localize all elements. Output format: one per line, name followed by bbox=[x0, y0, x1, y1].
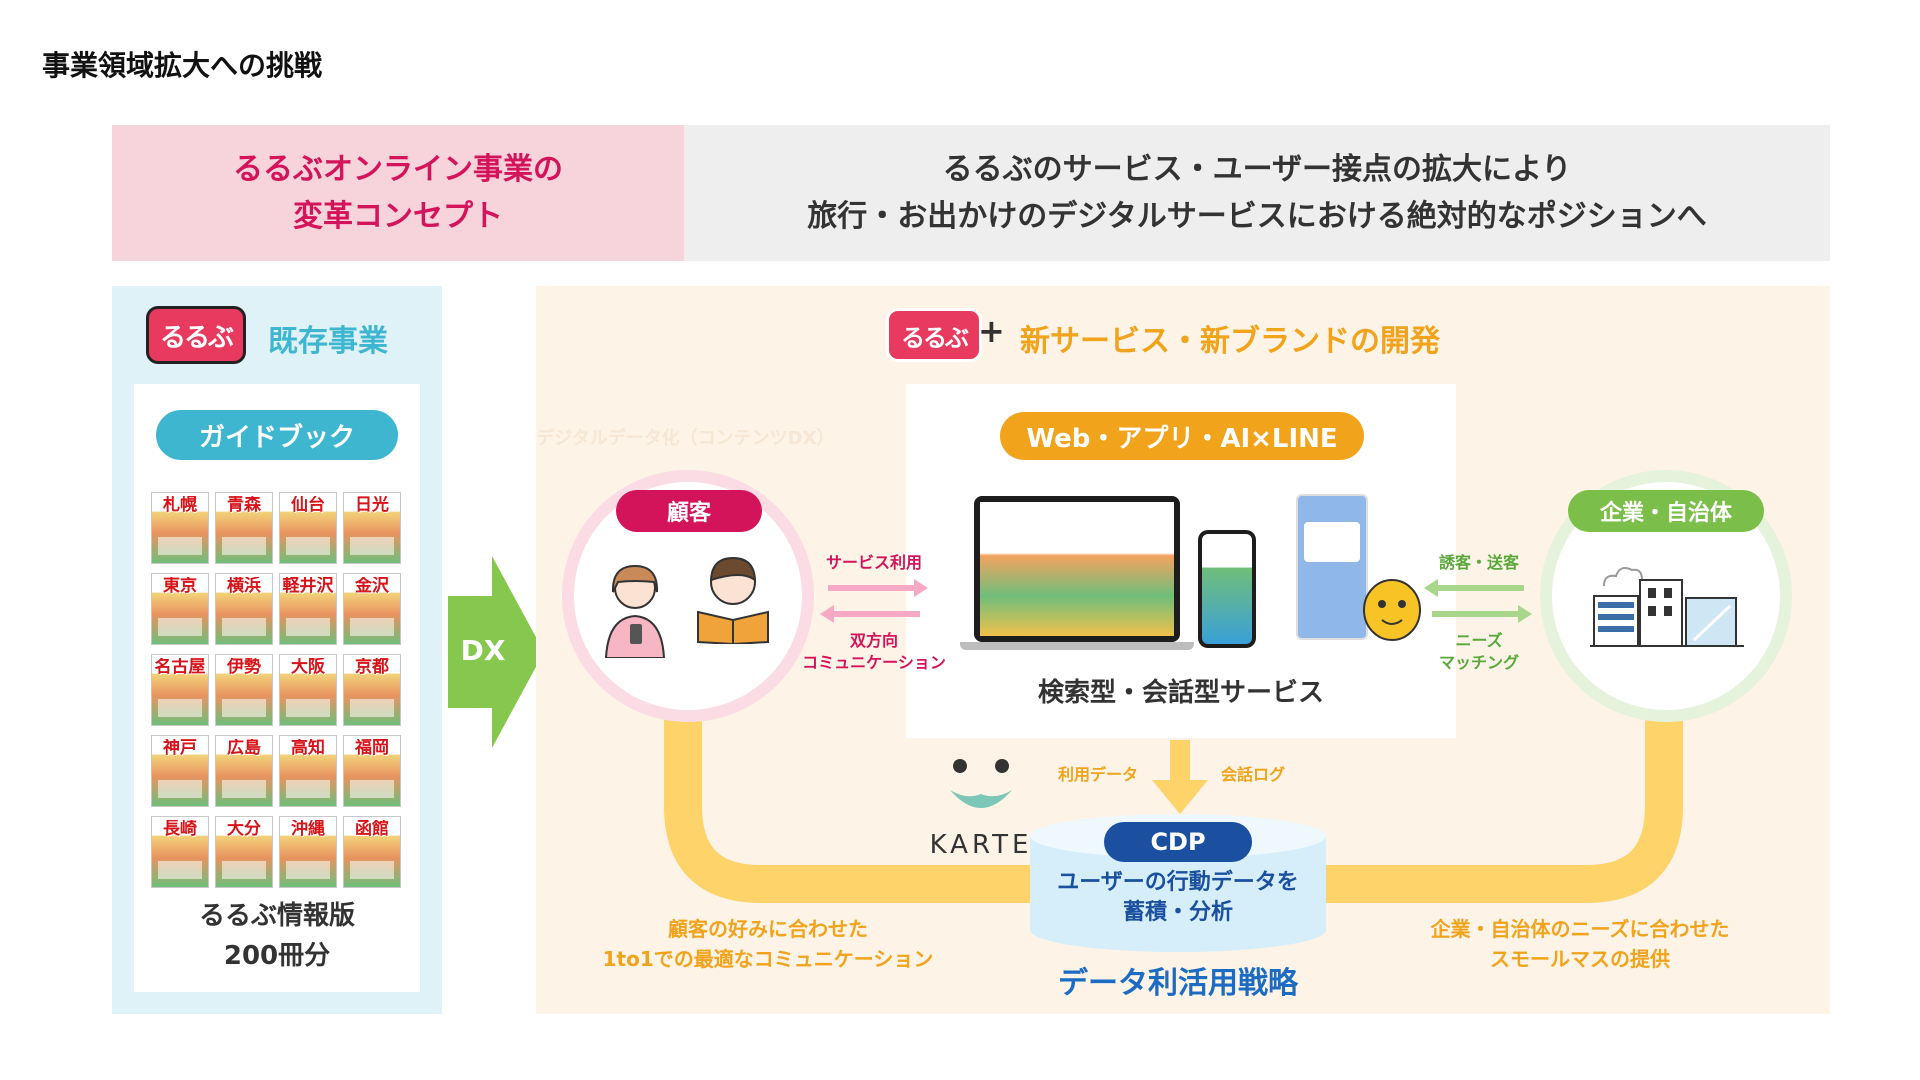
customer-label: 顧客 bbox=[616, 490, 762, 532]
enterprise-label: 企業・自治体 bbox=[1568, 490, 1764, 532]
guidebook-cover: 函館 bbox=[343, 816, 401, 888]
two-way-communication-line-2: コミュニケーション bbox=[802, 653, 946, 672]
channels-label: Web・アプリ・AI×LINE bbox=[1000, 412, 1364, 460]
enterprise-benefit-caption: 企業・自治体のニーズに合わせた スモールマスの提供 bbox=[1400, 914, 1760, 974]
guidebook-cover: 伊勢 bbox=[215, 654, 273, 726]
service-caption: 検索型・会話型サービス bbox=[1037, 678, 1324, 708]
guidebook-cover: 大分 bbox=[215, 816, 273, 888]
guidebook-title: 金沢 bbox=[355, 577, 389, 596]
needs-matching-line-2: マッチング bbox=[1438, 653, 1519, 672]
concept-statement-line-1: るるぶのサービス・ユーザー接点の拡大により bbox=[942, 152, 1572, 187]
left-double-arrow bbox=[820, 579, 928, 623]
karte-logo-icon bbox=[950, 759, 1012, 808]
existing-business-heading: 既存事業 bbox=[268, 324, 388, 359]
laptop-base bbox=[960, 642, 1194, 650]
customer-benefit-line-2: 1to1での最適なコミュニケーション bbox=[602, 947, 934, 971]
guidebook-label: ガイドブック bbox=[156, 410, 398, 460]
needs-matching-line-1: ニーズ bbox=[1455, 631, 1503, 650]
guidebook-title: 伊勢 bbox=[227, 658, 261, 677]
guidebook-title: 沖縄 bbox=[291, 820, 325, 839]
guidebook-title: 高知 bbox=[291, 739, 325, 758]
guidebook-title: 京都 bbox=[355, 658, 389, 677]
guidebook-title: 長崎 bbox=[163, 820, 197, 839]
guidebook-cover: 金沢 bbox=[343, 573, 401, 645]
guidebook-caption-line-2: 200冊分 bbox=[223, 941, 331, 971]
cdp-description: ユーザーの行動データを 蓄積・分析 bbox=[1028, 868, 1328, 928]
cdp-label: CDP bbox=[1104, 822, 1252, 862]
service-usage-label: サービス利用 bbox=[825, 553, 922, 572]
customer-benefit-line-1: 顧客の好みに合わせた bbox=[668, 917, 868, 941]
guidebook-cover: 仙台 bbox=[279, 492, 337, 564]
guidebook-cover: 軽井沢 bbox=[279, 573, 337, 645]
guidebook-cover: 札幌 bbox=[151, 492, 209, 564]
two-way-communication-line-1: 双方向 bbox=[849, 631, 898, 650]
usage-data-label: 利用データ bbox=[1057, 765, 1138, 784]
guidebook-cover: 京都 bbox=[343, 654, 401, 726]
concept-label-line-2: 変革コンセプト bbox=[293, 199, 503, 234]
guidebook-caption: るるぶ情報版 200冊分 bbox=[134, 896, 420, 976]
concept-statement-line-2: 旅行・お出かけのデジタルサービスにおける絶対的なポジションへ bbox=[807, 199, 1707, 234]
guidebook-cover: 高知 bbox=[279, 735, 337, 807]
laptop-screenshot bbox=[974, 496, 1180, 642]
guidebook-caption-line-1: るるぶ情報版 bbox=[198, 901, 355, 931]
guidebook-cover: 日光 bbox=[343, 492, 401, 564]
guidebook-cover: 福岡 bbox=[343, 735, 401, 807]
rurubu-logo: るるぶ bbox=[146, 306, 246, 364]
content-dx-note: デジタルデータ化（コンテンツDX） bbox=[536, 428, 835, 449]
guidebook-cover: 沖縄 bbox=[279, 816, 337, 888]
guidebook-title: 仙台 bbox=[291, 496, 325, 515]
guidebook-title: 神戸 bbox=[163, 739, 197, 758]
guidebook-cover: 名古屋 bbox=[151, 654, 209, 726]
customer-woman-icon bbox=[604, 564, 666, 658]
dx-label: DX bbox=[460, 634, 506, 667]
guidebook-title: 大阪 bbox=[291, 658, 325, 677]
needs-matching-label: ニーズ マッチング bbox=[1424, 630, 1534, 674]
enterprise-benefit-line-2: スモールマスの提供 bbox=[1490, 947, 1670, 971]
concept-label: るるぶオンライン事業の 変革コンセプト bbox=[112, 125, 684, 261]
cdp-description-line-1: ユーザーの行動データを bbox=[1057, 870, 1299, 895]
right-double-arrow bbox=[1424, 579, 1532, 623]
customer-benefit-caption: 顧客の好みに合わせた 1to1での最適なコミュニケーション bbox=[578, 914, 958, 974]
guidebook-cover: 横浜 bbox=[215, 573, 273, 645]
guidebook-title: 函館 bbox=[355, 820, 389, 839]
customer-man-reading-icon bbox=[697, 556, 769, 644]
line-chat-screenshot bbox=[1296, 494, 1368, 640]
two-way-communication-label: 双方向 コミュニケーション bbox=[782, 630, 966, 674]
guidebook-cover: 青森 bbox=[215, 492, 273, 564]
guidebook-title: 青森 bbox=[227, 496, 261, 515]
guidebook-grid: 札幌 青森 仙台 日光 東京 横浜 軽井沢 金沢 名古屋 伊勢 大阪 京都 神戸… bbox=[151, 492, 403, 888]
rurubu-plus-logo: るるぶ bbox=[886, 308, 982, 362]
page-title: 事業領域拡大への挑戦 bbox=[42, 49, 323, 82]
guidebook-title: 札幌 bbox=[163, 496, 197, 515]
guidebook-title: 大分 bbox=[227, 820, 261, 839]
concept-statement: るるぶのサービス・ユーザー接点の拡大により 旅行・お出かけのデジタルサービスにお… bbox=[684, 125, 1830, 261]
mascot-icon bbox=[1363, 579, 1421, 641]
guidebook-title: 名古屋 bbox=[154, 658, 206, 677]
guidebook-cover: 大阪 bbox=[279, 654, 337, 726]
cdp-description-line-2: 蓄積・分析 bbox=[1122, 900, 1233, 925]
new-business-heading: 新サービス・新ブランドの開発 bbox=[1020, 324, 1440, 359]
phone-screenshot bbox=[1198, 530, 1256, 648]
guidebook-title: 福岡 bbox=[355, 739, 389, 758]
concept-label-line-1: るるぶオンライン事業の bbox=[233, 152, 563, 187]
guidebook-cover: 神戸 bbox=[151, 735, 209, 807]
guidebook-title: 軽井沢 bbox=[282, 577, 334, 596]
guidebook-title: 東京 bbox=[163, 577, 197, 596]
dx-arrow bbox=[448, 556, 544, 748]
plus-icon: + bbox=[978, 312, 1005, 350]
guidebook-title: 日光 bbox=[355, 496, 389, 515]
guidebook-cover: 広島 bbox=[215, 735, 273, 807]
guidebook-cover: 長崎 bbox=[151, 816, 209, 888]
city-buildings-icon bbox=[1590, 567, 1744, 647]
attract-customers-label: 誘客・送客 bbox=[1438, 553, 1519, 572]
guidebook-cover: 東京 bbox=[151, 573, 209, 645]
data-strategy-title: データ利活用戦略 bbox=[1058, 966, 1298, 1001]
data-down-arrow bbox=[1152, 740, 1208, 814]
guidebook-title: 広島 bbox=[227, 739, 261, 758]
enterprise-benefit-line-1: 企業・自治体のニーズに合わせた bbox=[1430, 917, 1730, 941]
conversation-log-label: 会話ログ bbox=[1220, 765, 1285, 784]
guidebook-title: 横浜 bbox=[227, 577, 261, 596]
karte-logo-text: KARTE bbox=[929, 830, 1033, 860]
